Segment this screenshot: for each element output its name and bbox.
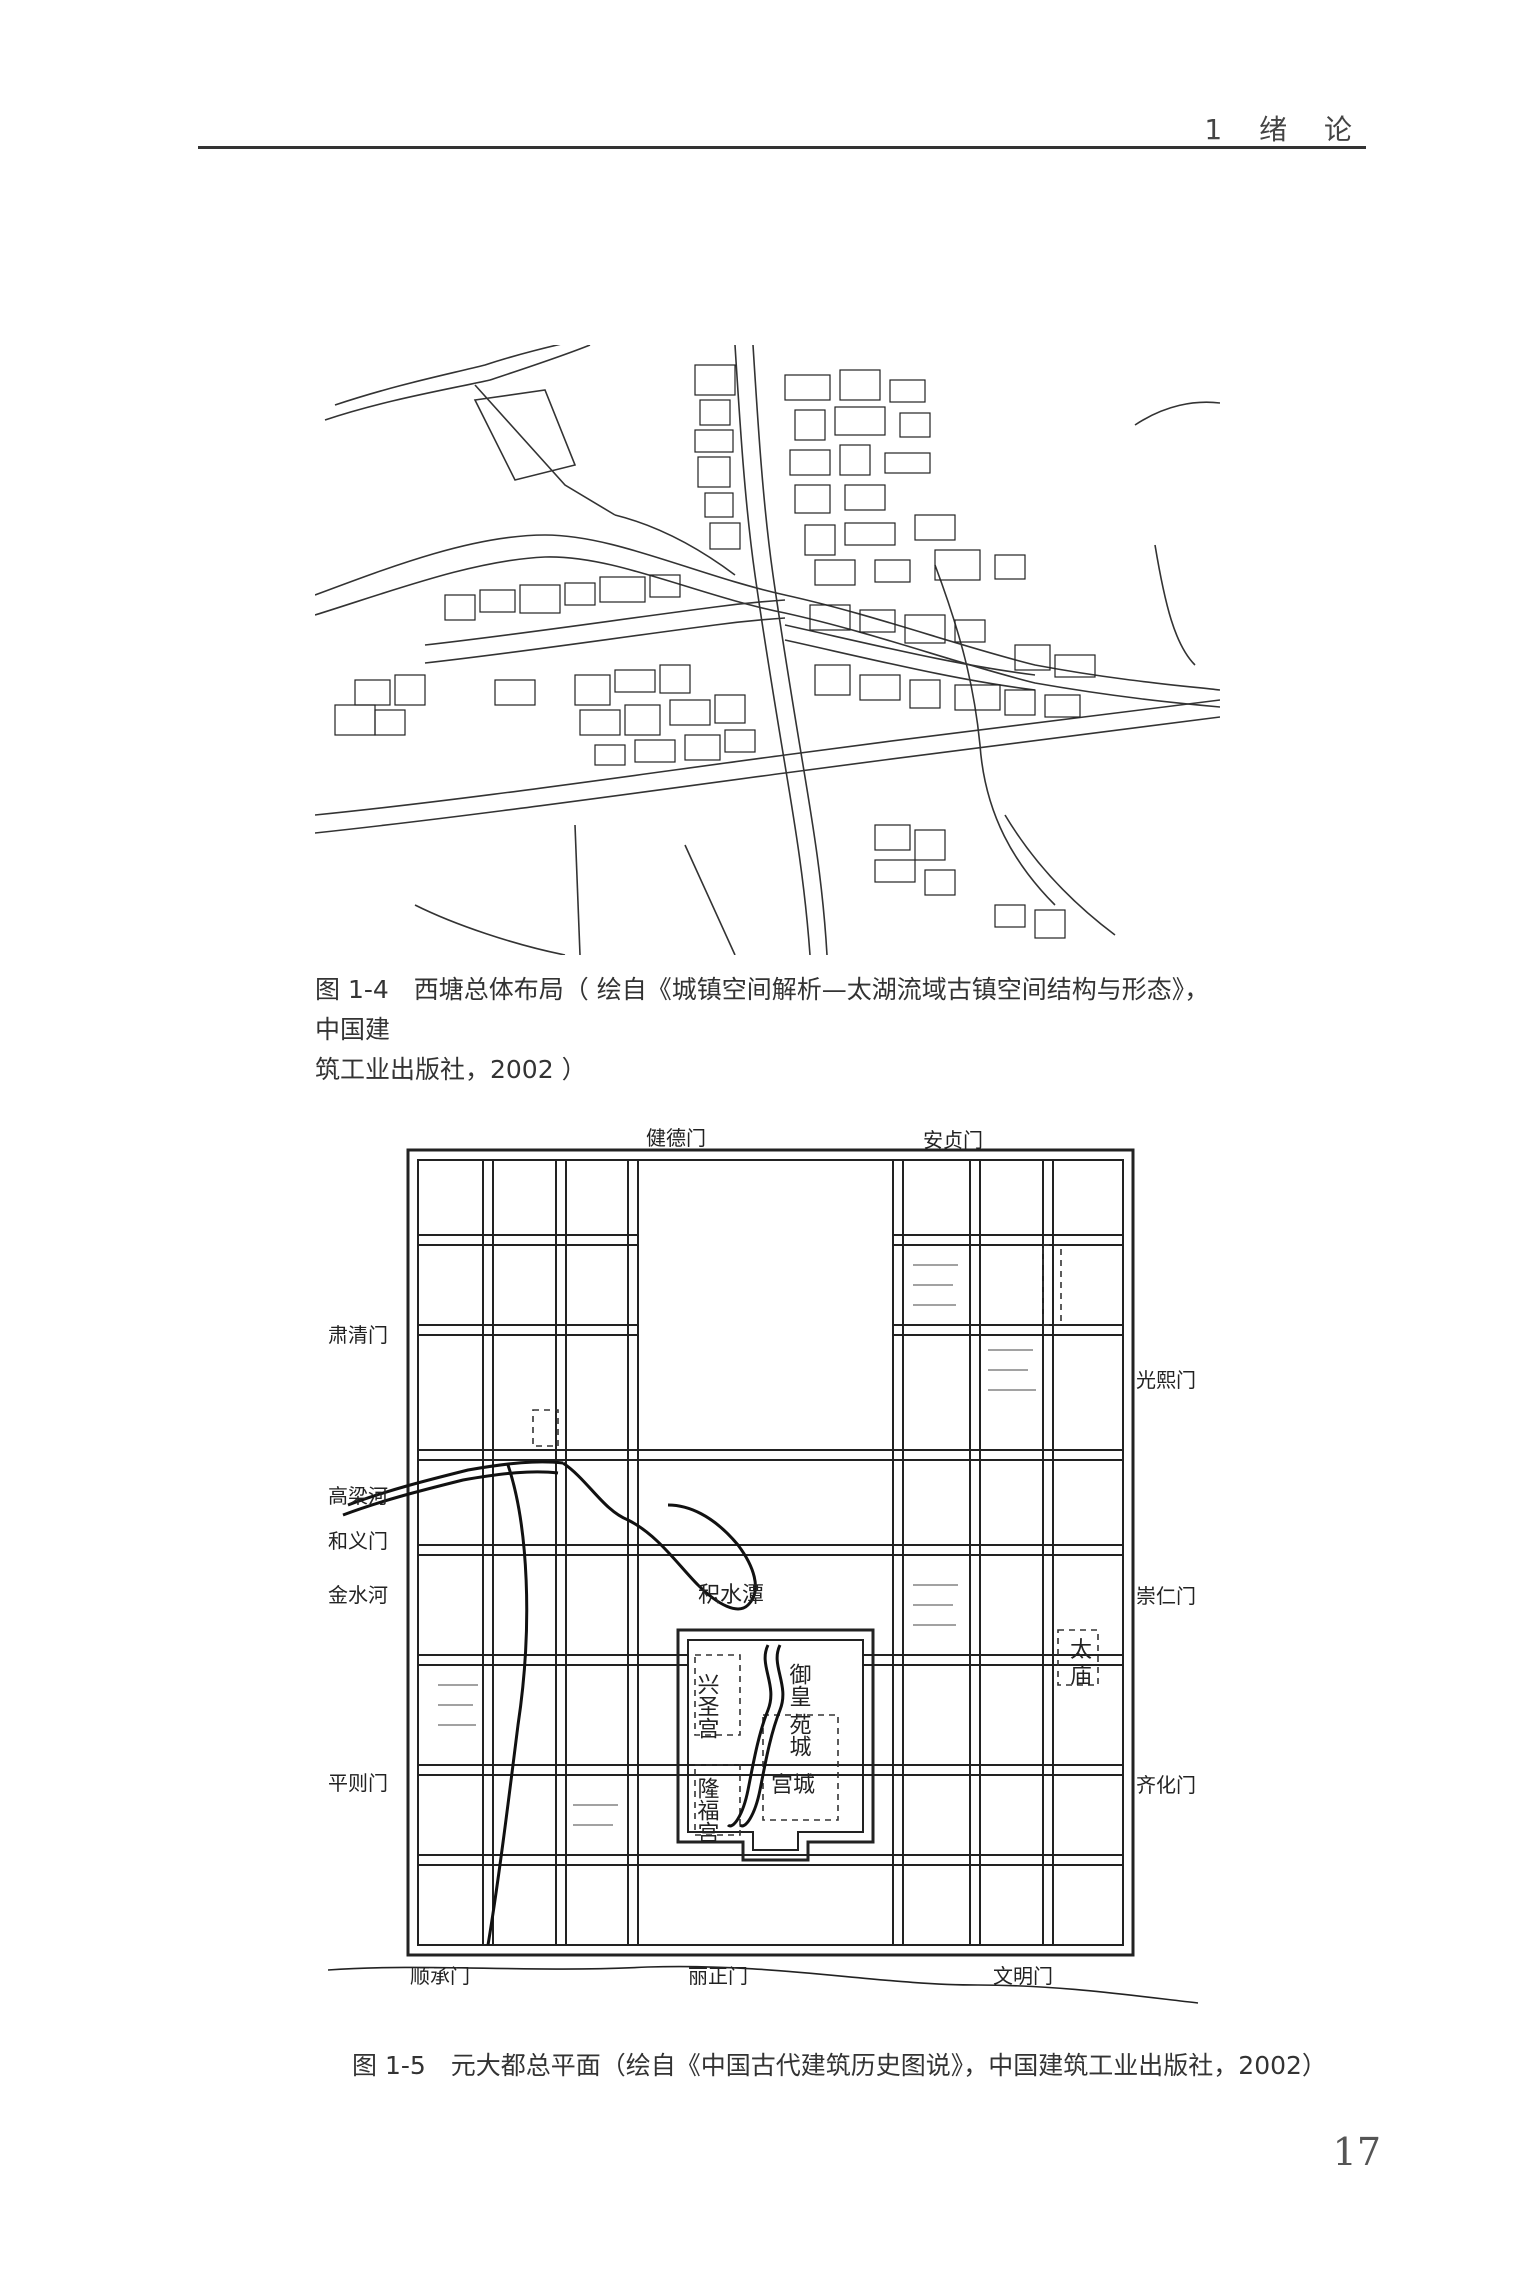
- label-shuncheng-gate: 顺承门: [410, 1964, 470, 1988]
- xitang-layout-map: [315, 345, 1220, 955]
- label-suqing-gate: 肃清门: [328, 1323, 388, 1347]
- figure-1-caption-line-2: 筑工业出版社，2002 ）: [315, 1055, 587, 1084]
- figure-1-caption-line-1: 图 1-4 西塘总体布局（ 绘自《城镇空间解析—太湖流域古镇空间结构与形态》， …: [315, 975, 1210, 1044]
- label-gaoliang-river: 高梁河: [328, 1484, 388, 1508]
- figure-1-caption: 图 1-4 西塘总体布局（ 绘自《城镇空间解析—太湖流域古镇空间结构与形态》， …: [315, 970, 1235, 1090]
- label-chongren-gate: 崇仁门: [1136, 1584, 1196, 1608]
- chapter-title: 1 绪 论: [1204, 113, 1366, 146]
- label-yuhuang: 御皇: [786, 1663, 812, 1707]
- page-number: 17: [1332, 2130, 1381, 2174]
- label-longfu-palace: 隆福宫: [694, 1777, 720, 1843]
- label-gongcheng: 宫城: [771, 1773, 815, 1798]
- yuan-dadu-plan: 健德门 安贞门 肃清门 光熙门 高梁河 和义门 金水河 崇仁门 积水潭 兴圣宫 …: [328, 1126, 1199, 2004]
- label-lizheng-gate: 丽正门: [688, 1964, 748, 1988]
- label-miao: 庙: [1070, 1664, 1092, 1689]
- header-rule: [198, 146, 1366, 149]
- label-heyi-gate: 和义门: [328, 1529, 388, 1553]
- label-xingsheng-palace: 兴圣宫: [694, 1673, 720, 1739]
- label-pingze-gate: 平则门: [328, 1771, 388, 1795]
- label-tai: 太: [1070, 1638, 1092, 1663]
- label-jishuitan: 积水潭: [698, 1583, 764, 1608]
- label-wenming-gate: 文明门: [993, 1964, 1053, 1988]
- figure-2-caption: 图 1-5 元大都总平面（绘自《中国古代建筑历史图说》，中国建筑工业出版社，20…: [352, 2051, 1327, 2080]
- label-jiande-gate: 健德门: [646, 1126, 706, 1150]
- label-anzhen-gate: 安贞门: [923, 1128, 983, 1152]
- label-qihua-gate: 齐化门: [1136, 1773, 1196, 1797]
- label-guangxi-gate: 光熙门: [1136, 1368, 1196, 1392]
- label-jinshui-river: 金水河: [328, 1583, 388, 1607]
- label-yuancheng: 苑城: [786, 1713, 812, 1757]
